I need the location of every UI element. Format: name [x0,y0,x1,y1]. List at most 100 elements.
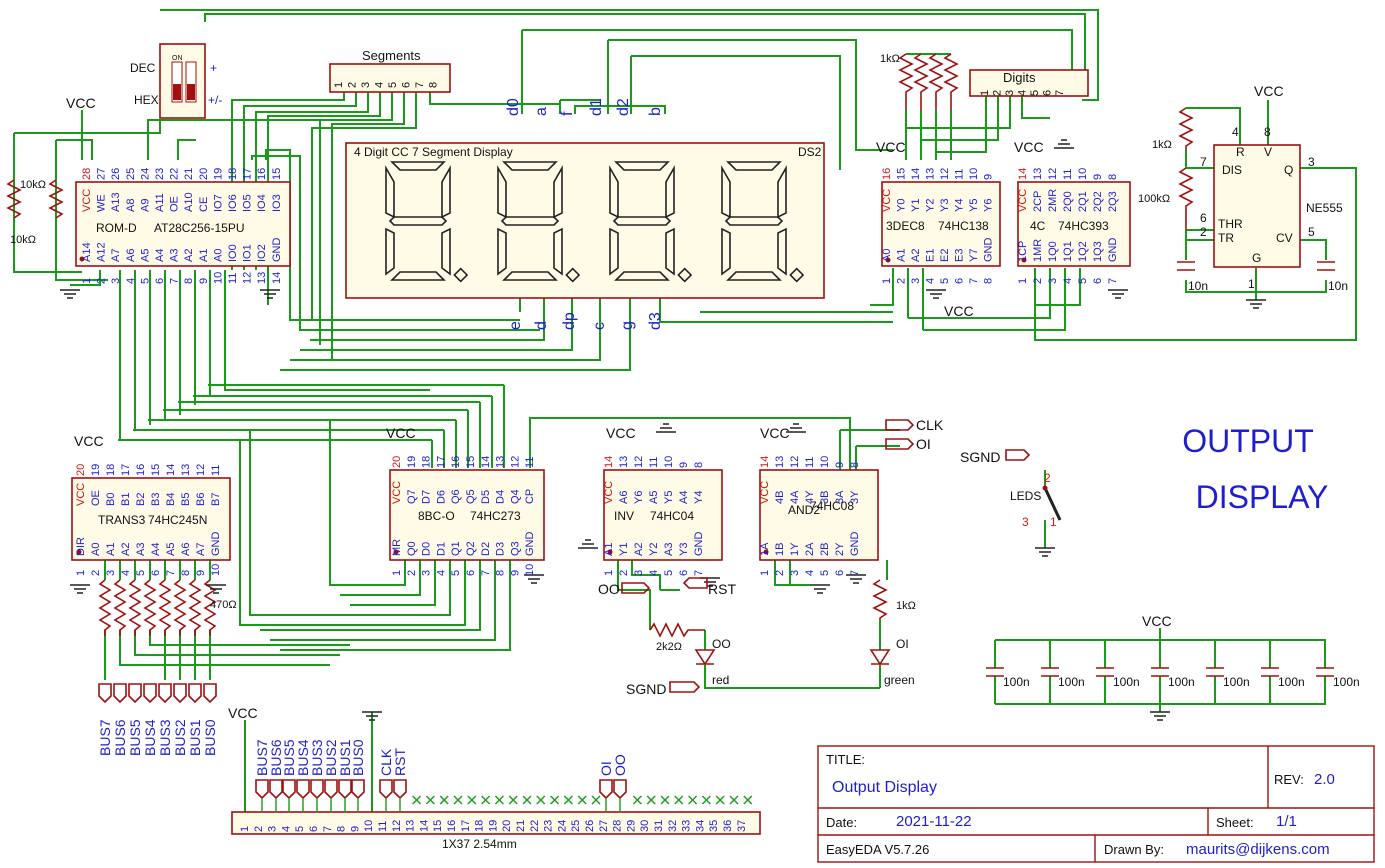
wiring [13,9,1357,812]
no-connect [632,795,642,805]
ground-icon [1108,289,1128,299]
ic-pin-name: Y3 [939,199,951,212]
resistor-values: 10kΩ 10kΩ 1kΩ 1kΩ 100kΩ 470Ω 2k2Ω 1kΩ [10,53,1172,653]
decoupling-capacitor: 100n [1096,640,1140,704]
ground-symbols [60,139,1266,721]
segments-pin: 3 [360,82,372,88]
ground-icon [578,539,598,549]
ic-pin-number: 20 [391,456,403,468]
connector-pin: 14 [418,820,430,832]
ic-pin-number: 17 [242,168,254,180]
svg-text:OI: OI [896,637,909,651]
no-connect [701,795,711,805]
ground-icon [260,289,280,299]
ic-pin-number: 11 [1062,169,1074,180]
digit-3 [721,161,805,283]
ic-pin-name: 1MR [1032,239,1044,262]
svg-text:VCC: VCC [386,425,416,441]
capacitor-value: 100n [1058,675,1085,689]
display-pin-top: d2 [615,98,632,116]
svg-text:VCC: VCC [74,433,104,449]
ground-icon [206,584,226,594]
connector-pin: 8 [336,826,348,832]
ic-pin-name: B1 [120,493,132,506]
ic-pin-name: A6 [125,249,137,262]
display-pin-bottom: c [591,322,608,330]
ic-pin-number: 6 [150,570,162,576]
bus-arrow [128,683,142,704]
ic-pin-number: 2 [774,570,786,576]
connector-pin: 33 [681,820,693,832]
ground-icon [60,289,80,299]
svg-text:1kΩ: 1kΩ [1152,139,1172,151]
ic-pin-number: 12 [195,464,207,476]
display-pin-top: d1 [588,98,605,116]
svg-text:+: + [210,61,217,75]
ic-pin-number: 1 [81,278,93,284]
ic-pin-name: IO0 [227,244,239,262]
ic-pin-name: IO7 [212,194,224,212]
ic-pin-name: B5 [180,493,192,506]
no-connect [660,795,670,805]
ic-pin-name: DIR [75,537,87,556]
svg-text:EasyEDA V5.7.26: EasyEDA V5.7.26 [826,842,929,857]
svg-text:LEDS: LEDS [1010,489,1041,503]
ic-pin-number: 16 [256,168,268,180]
ic-pin-number: 13 [925,168,937,180]
svg-text:NE555: NE555 [1306,201,1343,215]
svg-text:2k2Ω: 2k2Ω [656,641,682,653]
connector-pin: 17 [460,820,472,832]
ground-icon [846,574,866,584]
digit-0 [385,161,469,283]
ic-pin-name: A7 [110,249,122,262]
connector-pin: 36 [722,820,734,832]
bus-label: BUS1 [187,719,203,756]
resistors [6,53,1194,638]
bank-resistor [98,579,112,636]
ic-pin-name: B0 [105,493,117,506]
seven-segment-display [345,142,825,299]
leds-switch [1042,485,1062,521]
dip-switch [159,43,206,119]
ic-pin-name: A3 [169,249,181,262]
no-connect [674,795,684,805]
bus-arrow [188,683,202,704]
bank-resistor [158,579,172,636]
connector-pin: 30 [639,820,651,832]
ic-pin-number: 8 [180,570,192,576]
connector-pin: 25 [570,820,582,832]
svg-text:2: 2 [1044,471,1051,485]
vcc-labels: VCC VCC VCC VCC VCC VCC VCC VCC VCC VCC … [66,83,1284,721]
ic-pin-name: OE [90,490,102,506]
ic-pin-number: 23 [154,168,166,180]
svg-text:CV: CV [1276,231,1293,245]
ic-pin-number: 4 [435,570,447,576]
ground-icon [1150,711,1170,721]
ic-pin-number: 11 [804,457,816,468]
ic-pin-number: 5 [819,570,831,576]
segments-pin: 5 [387,82,399,88]
led-labels: OO red OI green [712,637,915,687]
ic-pin-name: A4 [150,543,162,556]
connector-bus-arrow [393,779,407,800]
ic-pin-name: 1Q2 [1077,241,1089,262]
ic-pin-name: GND [210,532,222,557]
ic-pin-name: CE [198,197,210,212]
ic-pin-number: 10 [524,564,536,576]
ic-pin-name: Y2 [648,543,660,556]
ic-pin-name: IO6 [227,194,239,212]
ic-pin-name: 2MR [1047,189,1059,212]
ic-pin-name: A4 [678,491,690,504]
connector-pin: 35 [708,820,720,832]
ic-pin-number: 2 [1032,278,1044,284]
segments-label: Segments [362,48,421,63]
svg-text:3: 3 [1022,515,1029,529]
connector-pin: 21 [515,820,527,832]
connector-name: 1X37 2.54mm [442,837,517,851]
connector-bus-label: BUS1 [337,739,353,776]
ic-pin-name: Q7 [406,489,418,504]
ic-pin-name: IO4 [256,194,268,212]
ic-pin-name: E2 [939,249,951,262]
bus-label: BUS5 [127,719,143,756]
